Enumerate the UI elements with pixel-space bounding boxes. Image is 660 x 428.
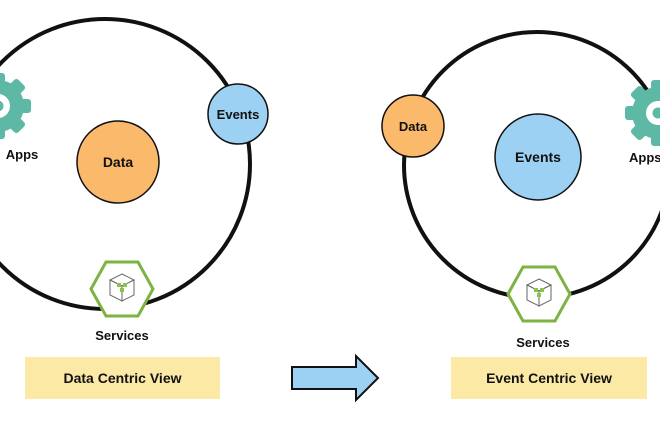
right-services-icon: [506, 265, 572, 323]
data-centric-caption-text: Data Centric View: [63, 370, 182, 386]
event-centric-caption: Event Centric View: [451, 357, 647, 399]
right-gear-icon: [625, 80, 660, 146]
event-centric-caption-text: Event Centric View: [486, 370, 612, 386]
left-services-label: Services: [95, 328, 149, 343]
left-events-node: [207, 83, 269, 145]
right-data-label: Data: [399, 119, 428, 134]
data-centric-caption: Data Centric View: [25, 357, 220, 399]
right-events-label: Events: [515, 149, 561, 165]
left-apps-label: Apps: [6, 147, 39, 162]
left-data-node: [76, 120, 160, 204]
right-apps-label: Apps: [629, 150, 660, 165]
event-centric-view: Events Data Apps Servic: [381, 30, 660, 350]
left-gear-icon: [0, 73, 31, 139]
right-services-label: Services: [516, 335, 570, 350]
left-events-label: Events: [217, 107, 260, 122]
right-events-node: [494, 113, 582, 201]
right-data-node: [381, 94, 445, 158]
right-arrow-icon: [291, 353, 380, 403]
left-services-icon: [89, 260, 155, 318]
data-centric-view: Data Events Apps Servic: [0, 17, 269, 343]
left-data-label: Data: [103, 154, 134, 170]
